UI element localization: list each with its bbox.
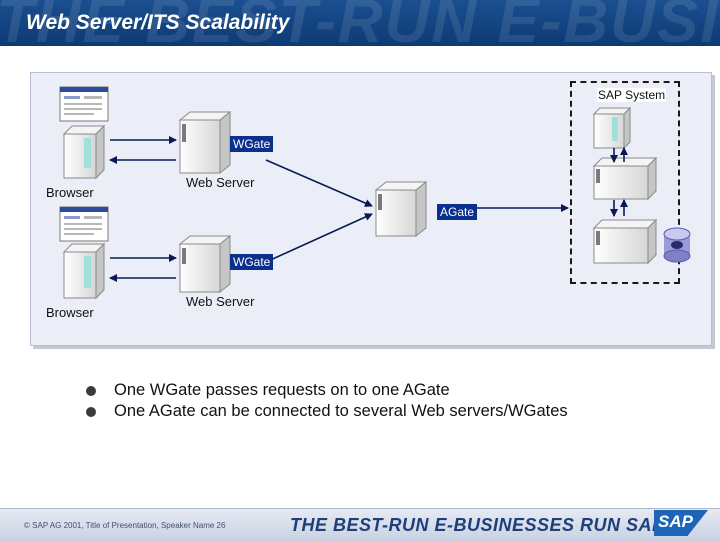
sap-system-label: SAP System xyxy=(597,88,667,102)
copyright-symbol: © xyxy=(24,521,30,530)
sap-presentation-pc xyxy=(592,106,632,150)
browser-top-label: Browser xyxy=(46,185,94,200)
bullet-dot-icon xyxy=(86,385,96,396)
web-server-bottom-label: Web Server xyxy=(186,294,255,309)
browser-bottom-label: Browser xyxy=(46,305,94,320)
browser-window-bottom xyxy=(59,206,109,242)
header-watermark: THE BEST-RUN E-BUSINESSES xyxy=(0,0,720,46)
bullet-list: One WGate passes requests on to one AGat… xyxy=(86,380,568,422)
browser-pc-bottom xyxy=(62,242,106,300)
web-server-top xyxy=(178,110,232,175)
copyright-text: SAP AG 2001, Title of Presentation, Spea… xyxy=(32,521,226,530)
copyright-line: © SAP AG 2001, Title of Presentation, Sp… xyxy=(24,521,225,530)
sap-application-server xyxy=(592,156,658,201)
browser-window-top xyxy=(59,86,109,122)
wgate-top-label: WGate xyxy=(230,136,274,152)
bullet-item: One WGate passes requests on to one AGat… xyxy=(86,380,568,401)
slide-title: Web Server/ITS Scalability xyxy=(26,11,290,34)
web-server-bottom xyxy=(178,234,232,294)
database-icon xyxy=(663,227,691,263)
connection-arrows xyxy=(109,136,628,282)
bullet-dot-icon xyxy=(86,406,96,417)
slide-footer xyxy=(0,508,720,541)
browser-pc-top xyxy=(62,124,106,180)
bullet-text: One WGate passes requests on to one AGat… xyxy=(114,381,450,399)
slide-header: THE BEST-RUN E-BUSINESSES Web Server/ITS… xyxy=(0,0,720,46)
bullet-item: One AGate can be connected to several We… xyxy=(86,401,568,422)
bullet-text: One AGate can be connected to several We… xyxy=(114,402,568,420)
agate-label: AGate xyxy=(437,204,478,220)
sap-logo-text: SAP xyxy=(658,512,693,531)
sap-database-server xyxy=(592,218,658,265)
footer-slogan: THE BEST-RUN E-BUSINESSES RUN SAP xyxy=(290,515,665,535)
web-server-top-label: Web Server xyxy=(186,175,255,190)
wgate-bottom-label: WGate xyxy=(230,254,274,270)
agate-server xyxy=(374,180,428,238)
sap-system-boundary xyxy=(570,81,680,284)
